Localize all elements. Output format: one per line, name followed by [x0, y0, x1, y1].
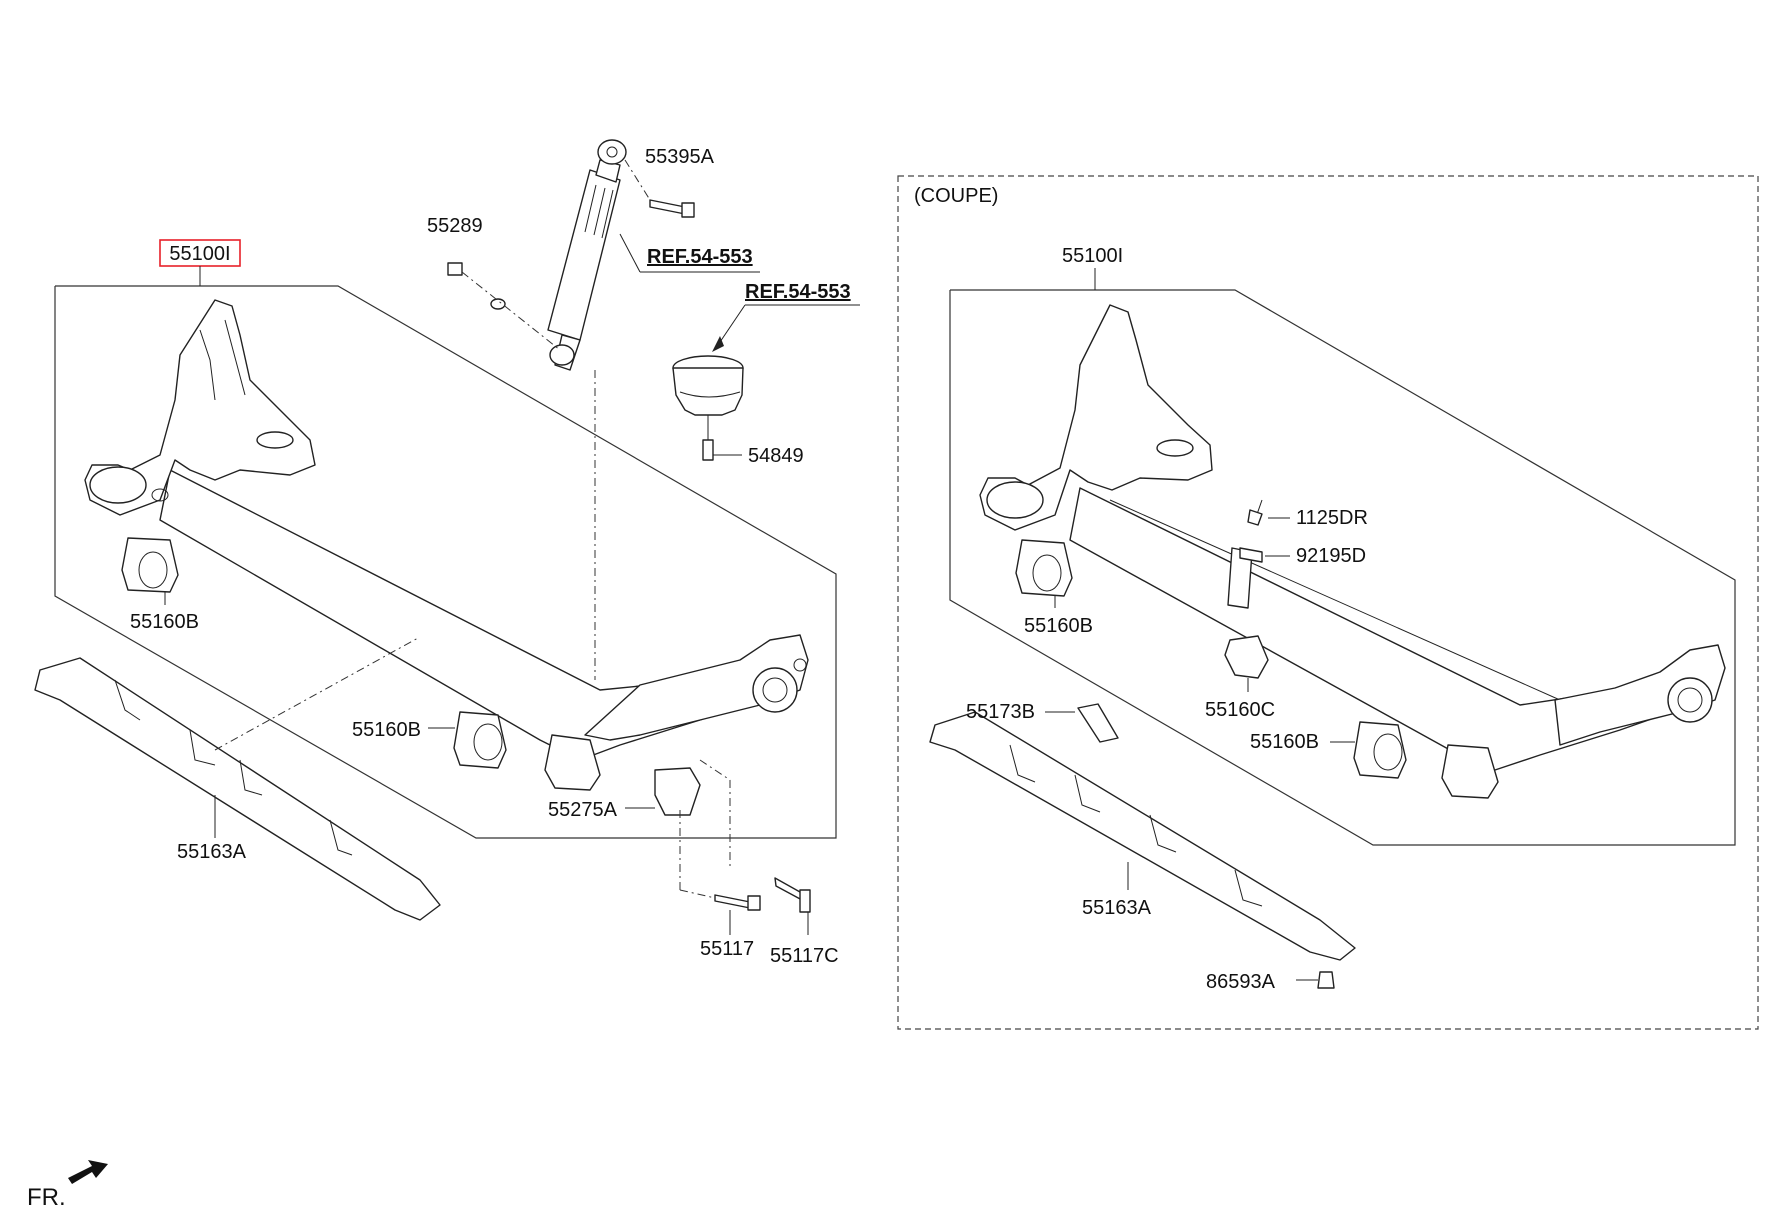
- ref-shock-absorber[interactable]: REF.54-553: [647, 246, 753, 268]
- coupe-heat-protector: [929, 711, 1356, 961]
- coupe-bushing-55160B-left: [1015, 539, 1073, 608]
- label-55160C[interactable]: 55160C: [1205, 699, 1275, 721]
- label-55173B[interactable]: 55173B: [966, 701, 1035, 723]
- washer-icon: [490, 298, 506, 310]
- bracket-55275A: [654, 767, 701, 816]
- label-55163A-left[interactable]: 55163A: [177, 841, 247, 863]
- label-55160B-center[interactable]: 55160B: [352, 719, 421, 741]
- label-55275A[interactable]: 55275A: [548, 799, 618, 821]
- coupe-dashed-box: [897, 175, 1759, 1030]
- coupe-title: (COUPE): [914, 185, 998, 207]
- coupe-assembly-number-label[interactable]: 55100I: [1062, 245, 1123, 267]
- label-coupe-55160B-left[interactable]: 55160B: [1024, 615, 1093, 637]
- nut-icon: [447, 262, 463, 276]
- label-55117[interactable]: 55117: [700, 938, 754, 960]
- clip-86593A-icon: [1317, 971, 1335, 989]
- label-55395A[interactable]: 55395A: [645, 146, 715, 168]
- bump-stopper: [672, 355, 744, 461]
- bushing-55160B-center: [428, 711, 507, 769]
- left-assembly: 55100I: [34, 139, 860, 967]
- label-coupe-55163A[interactable]: 55163A: [1082, 897, 1152, 919]
- bolt-1125DR-icon: [1247, 509, 1263, 526]
- coupe-bracket-55173B: [1077, 703, 1119, 743]
- front-direction-label: FR.: [27, 1184, 66, 1211]
- ref-bump-stopper[interactable]: REF.54-553: [745, 281, 851, 303]
- coupe-torsion-beam: [979, 304, 1726, 799]
- label-86593A[interactable]: 86593A: [1206, 971, 1276, 993]
- label-54849[interactable]: 54849: [748, 445, 804, 467]
- assembly-number-label[interactable]: 55100I: [169, 243, 230, 265]
- clip-92195D-icon: [1239, 547, 1263, 563]
- coupe-assembly-frame: [949, 289, 1736, 846]
- front-arrow-icon: [68, 1160, 108, 1184]
- coupe-bracket-55160C: [1224, 635, 1269, 679]
- front-direction-indicator: FR.: [27, 1160, 108, 1211]
- torsion-beam-axle: [84, 299, 809, 791]
- shock-absorber: [547, 139, 695, 371]
- coupe-assembly: (COUPE) 55100I: [897, 175, 1759, 1030]
- label-55160B-left[interactable]: 55160B: [130, 611, 199, 633]
- heat-protector-left: [34, 637, 441, 921]
- label-92195D[interactable]: 92195D: [1296, 545, 1366, 567]
- coupe-bushing-55160B-right: [1330, 721, 1407, 779]
- label-55289[interactable]: 55289: [427, 215, 483, 237]
- label-55117C[interactable]: 55117C: [770, 945, 839, 967]
- label-coupe-55160B-right[interactable]: 55160B: [1250, 731, 1319, 753]
- bushing-55160B-left: [121, 537, 179, 605]
- left-assembly-frame: [54, 285, 837, 839]
- label-1125DR[interactable]: 1125DR: [1296, 507, 1368, 529]
